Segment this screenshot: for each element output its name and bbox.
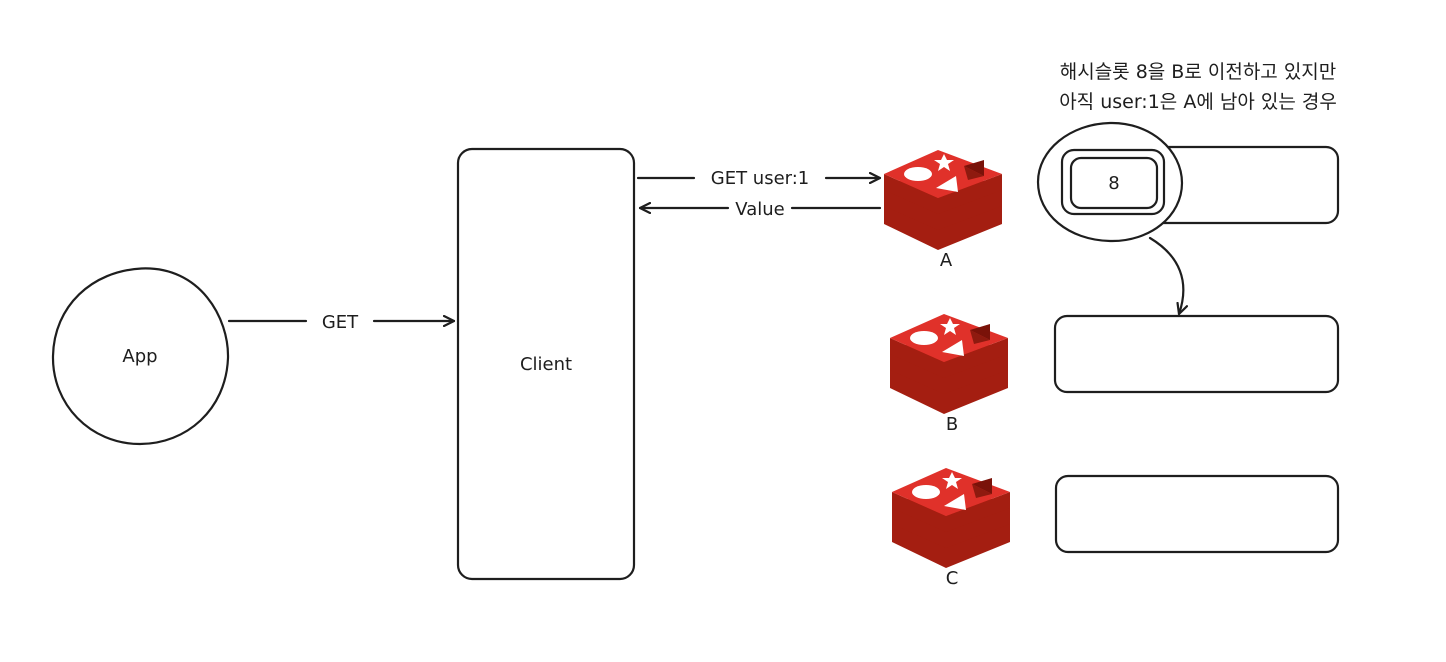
redis-node-c: C [892, 468, 1010, 589]
edge-app-to-client: GET [227, 312, 456, 333]
redis-logo-icon [890, 314, 1008, 414]
edge-migration [1148, 236, 1183, 316]
redis-b-label: B [946, 414, 958, 435]
redis-a-label: A [940, 250, 953, 271]
client-label: Client [520, 354, 572, 375]
redis-logo-icon [884, 150, 1002, 250]
edge-label-get: GET [322, 312, 359, 333]
app-label: App [122, 346, 157, 367]
edge-client-to-a: GET user:1 [636, 168, 882, 189]
edge-a-to-client: Value [638, 199, 882, 220]
annotation-line-1: 해시슬롯 8을 B로 이전하고 있지만 [1060, 61, 1337, 83]
annotation: 해시슬롯 8을 B로 이전하고 있지만 아직 user:1은 A에 남아 있는 … [1059, 61, 1337, 113]
app-node: App [51, 267, 230, 446]
edge-label-value: Value [735, 199, 784, 220]
hash-slot-8: 8 [1060, 148, 1166, 216]
annotation-line-2: 아직 user:1은 A에 남아 있는 경우 [1059, 91, 1337, 113]
redis-node-a: A [884, 150, 1002, 271]
client-node: Client [456, 147, 636, 581]
slot-box-c [1054, 474, 1340, 554]
redis-c-label: C [946, 568, 959, 589]
edge-label-get-user: GET user:1 [711, 168, 810, 189]
slot-label: 8 [1108, 173, 1119, 194]
redis-node-b: B [890, 314, 1008, 435]
slot-box-b [1053, 314, 1340, 394]
redis-logo-icon [892, 468, 1010, 568]
